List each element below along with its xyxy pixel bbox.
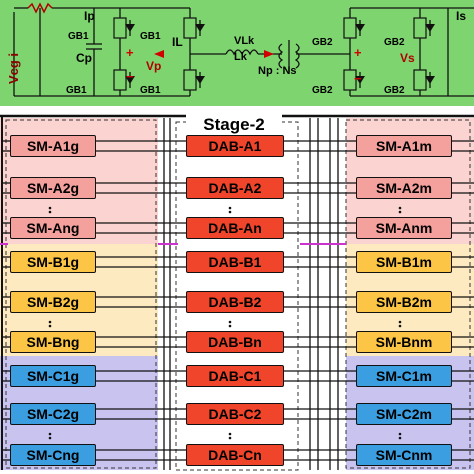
submodule-grid-side: SM-Ang	[10, 217, 96, 239]
submodule-motor-side: SM-B2m	[356, 291, 452, 313]
gate-label: GB2	[312, 85, 333, 96]
dab-converter: DAB-A2	[186, 177, 284, 199]
submodule-grid-side: SM-B1g	[10, 251, 96, 273]
ellipsis-dot	[228, 432, 232, 436]
submodule-grid-side: SM-Bng	[10, 331, 96, 353]
dab-converter: DAB-An	[186, 217, 284, 239]
submodule-motor-side: SM-C1m	[356, 365, 452, 387]
vs-label: Vs	[400, 51, 415, 65]
is-label: Is	[456, 9, 467, 23]
ellipsis-dot	[228, 324, 232, 328]
minus-sign: −	[126, 69, 134, 84]
submodule-motor-side: SM-A2m	[356, 177, 452, 199]
gate-label: GB1	[140, 31, 161, 42]
ip-label: Ip	[84, 9, 95, 23]
current-arrow	[264, 50, 274, 58]
ellipsis-dot	[48, 432, 52, 436]
circuit-panel	[0, 0, 474, 106]
submodule-grid-side: SM-A2g	[10, 177, 96, 199]
submodule-motor-side: SM-Cnm	[356, 444, 452, 466]
gate-label: GB1	[68, 31, 89, 42]
cp-label: Cp	[76, 51, 92, 65]
submodule-motor-side: SM-Anm	[356, 217, 452, 239]
dab-converter: DAB-Cn	[186, 444, 284, 466]
ellipsis-dot	[48, 436, 52, 440]
ellipsis-dot	[228, 210, 232, 214]
ellipsis-dot	[398, 320, 402, 324]
submodule-motor-side: SM-C2m	[356, 403, 452, 425]
ellipsis-dot	[228, 436, 232, 440]
gate-label: GB2	[384, 37, 405, 48]
ellipsis-dot	[398, 436, 402, 440]
ellipsis-dot	[48, 206, 52, 210]
submodule-motor-side: SM-B1m	[356, 251, 452, 273]
ellipsis-dot	[398, 324, 402, 328]
transformer-secondary	[294, 43, 300, 69]
turns-ratio-label: Np : Ns	[258, 65, 297, 77]
lk-label: Lk	[234, 51, 247, 63]
stage-title: Stage-2	[186, 114, 282, 136]
il-label: IL	[172, 35, 183, 49]
dab-converter: DAB-A1	[186, 135, 284, 157]
stage-frame	[175, 121, 299, 471]
plus-sign: +	[354, 45, 362, 60]
submodule-motor-side: SM-A1m	[356, 135, 452, 157]
submodule-motor-side: SM-Bnm	[356, 331, 452, 353]
vlk-label: VLk	[234, 35, 255, 47]
group-frame-left	[5, 119, 157, 469]
submodule-grid-side: SM-C2g	[10, 403, 96, 425]
gate-label: GB2	[384, 85, 405, 96]
plus-sign: +	[126, 45, 134, 60]
ellipsis-dot	[228, 320, 232, 324]
gate-label: GB1	[66, 85, 87, 96]
ellipsis-dot	[48, 320, 52, 324]
ellipsis-dot	[48, 210, 52, 214]
vsource-label: Vcg i	[6, 52, 22, 85]
ellipsis-dot	[398, 432, 402, 436]
minus-sign: −	[354, 71, 362, 86]
dab-converter: DAB-C1	[186, 365, 284, 387]
gate-label: GB2	[312, 37, 333, 48]
gate-label: GB1	[140, 85, 161, 96]
dab-converter: DAB-B2	[186, 291, 284, 313]
dab-converter: DAB-Bn	[186, 331, 284, 353]
vp-label: Vp	[146, 59, 162, 73]
submodule-grid-side: SM-A1g	[10, 135, 96, 157]
ellipsis-dot	[48, 324, 52, 328]
submodule-grid-side: SM-Cng	[10, 444, 96, 466]
submodule-grid-side: SM-B2g	[10, 291, 96, 313]
current-arrow	[154, 50, 164, 58]
group-frame-right	[345, 119, 471, 469]
ellipsis-dot	[398, 206, 402, 210]
submodule-grid-side: SM-C1g	[10, 365, 96, 387]
dab-converter: DAB-B1	[186, 251, 284, 273]
resistor-symbol	[27, 2, 53, 14]
ellipsis-dot	[228, 206, 232, 210]
ellipsis-dot	[398, 210, 402, 214]
inductor-symbol	[225, 49, 259, 56]
dab-converter: DAB-C2	[186, 403, 284, 425]
transformer-primary	[278, 43, 284, 69]
